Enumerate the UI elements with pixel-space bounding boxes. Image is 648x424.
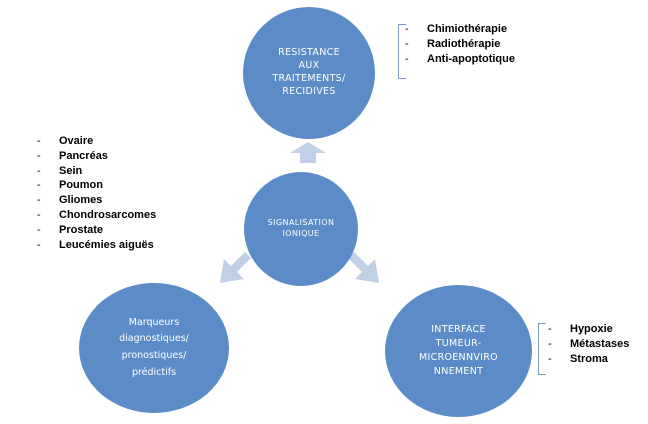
circle-resistance-label: RESISTANCE AUX TRAITEMENTS/ RECIDIVES (272, 47, 346, 97)
list-item: -Gliomes (37, 194, 103, 207)
list-item: -Anti-apoptotique (405, 52, 515, 65)
circle-resistance: RESISTANCE AUX TRAITEMENTS/ RECIDIVES (243, 7, 375, 139)
list-item: -Chimiothérapie (405, 23, 508, 35)
circle-marqueurs-label: Marqueurs diagnostiques/ pronostiques/ p… (119, 316, 189, 378)
bracket-right (538, 323, 546, 375)
list-item: -Prostate (37, 223, 104, 236)
list-item: -Stroma (548, 352, 608, 365)
arrow-up (290, 142, 326, 163)
list-item: -Métastases (548, 337, 630, 350)
arrow-left-down (220, 252, 251, 283)
circle-marqueurs: Marqueurs diagnostiques/ pronostiques/ p… (79, 283, 229, 413)
treatments-list: -Chimiothérapie -Radiothérapie -Anti-apo… (405, 22, 515, 66)
list-item: -Pancréas (37, 149, 108, 162)
list-item: -Leucémies aiguës (37, 238, 154, 251)
circle-signalisation: SIGNALISATION IONIQUE (244, 172, 358, 286)
bracket-top (398, 24, 406, 79)
arrow-right-down (348, 252, 379, 283)
circle-interface-label: INTERFACE TUMEUR- MICROENNVIRO NNEMENT (419, 324, 498, 377)
list-item: -Poumon (37, 179, 103, 192)
list-item: -Sein (37, 164, 83, 177)
microenvironment-list: -Hypoxie -Métastases -Stroma (548, 322, 629, 366)
list-item: -Chondrosarcomes (37, 208, 157, 221)
circle-signalisation-label: SIGNALISATION IONIQUE (267, 218, 335, 238)
list-item: -Hypoxie (548, 323, 613, 335)
list-item: -Ovaire (37, 135, 94, 147)
list-item: -Radiothérapie (405, 37, 501, 50)
cancers-list: -Ovaire -Pancréas -Sein -Poumon -Gliomes… (37, 134, 156, 252)
circle-interface: INTERFACE TUMEUR- MICROENNVIRO NNEMENT (385, 285, 532, 417)
